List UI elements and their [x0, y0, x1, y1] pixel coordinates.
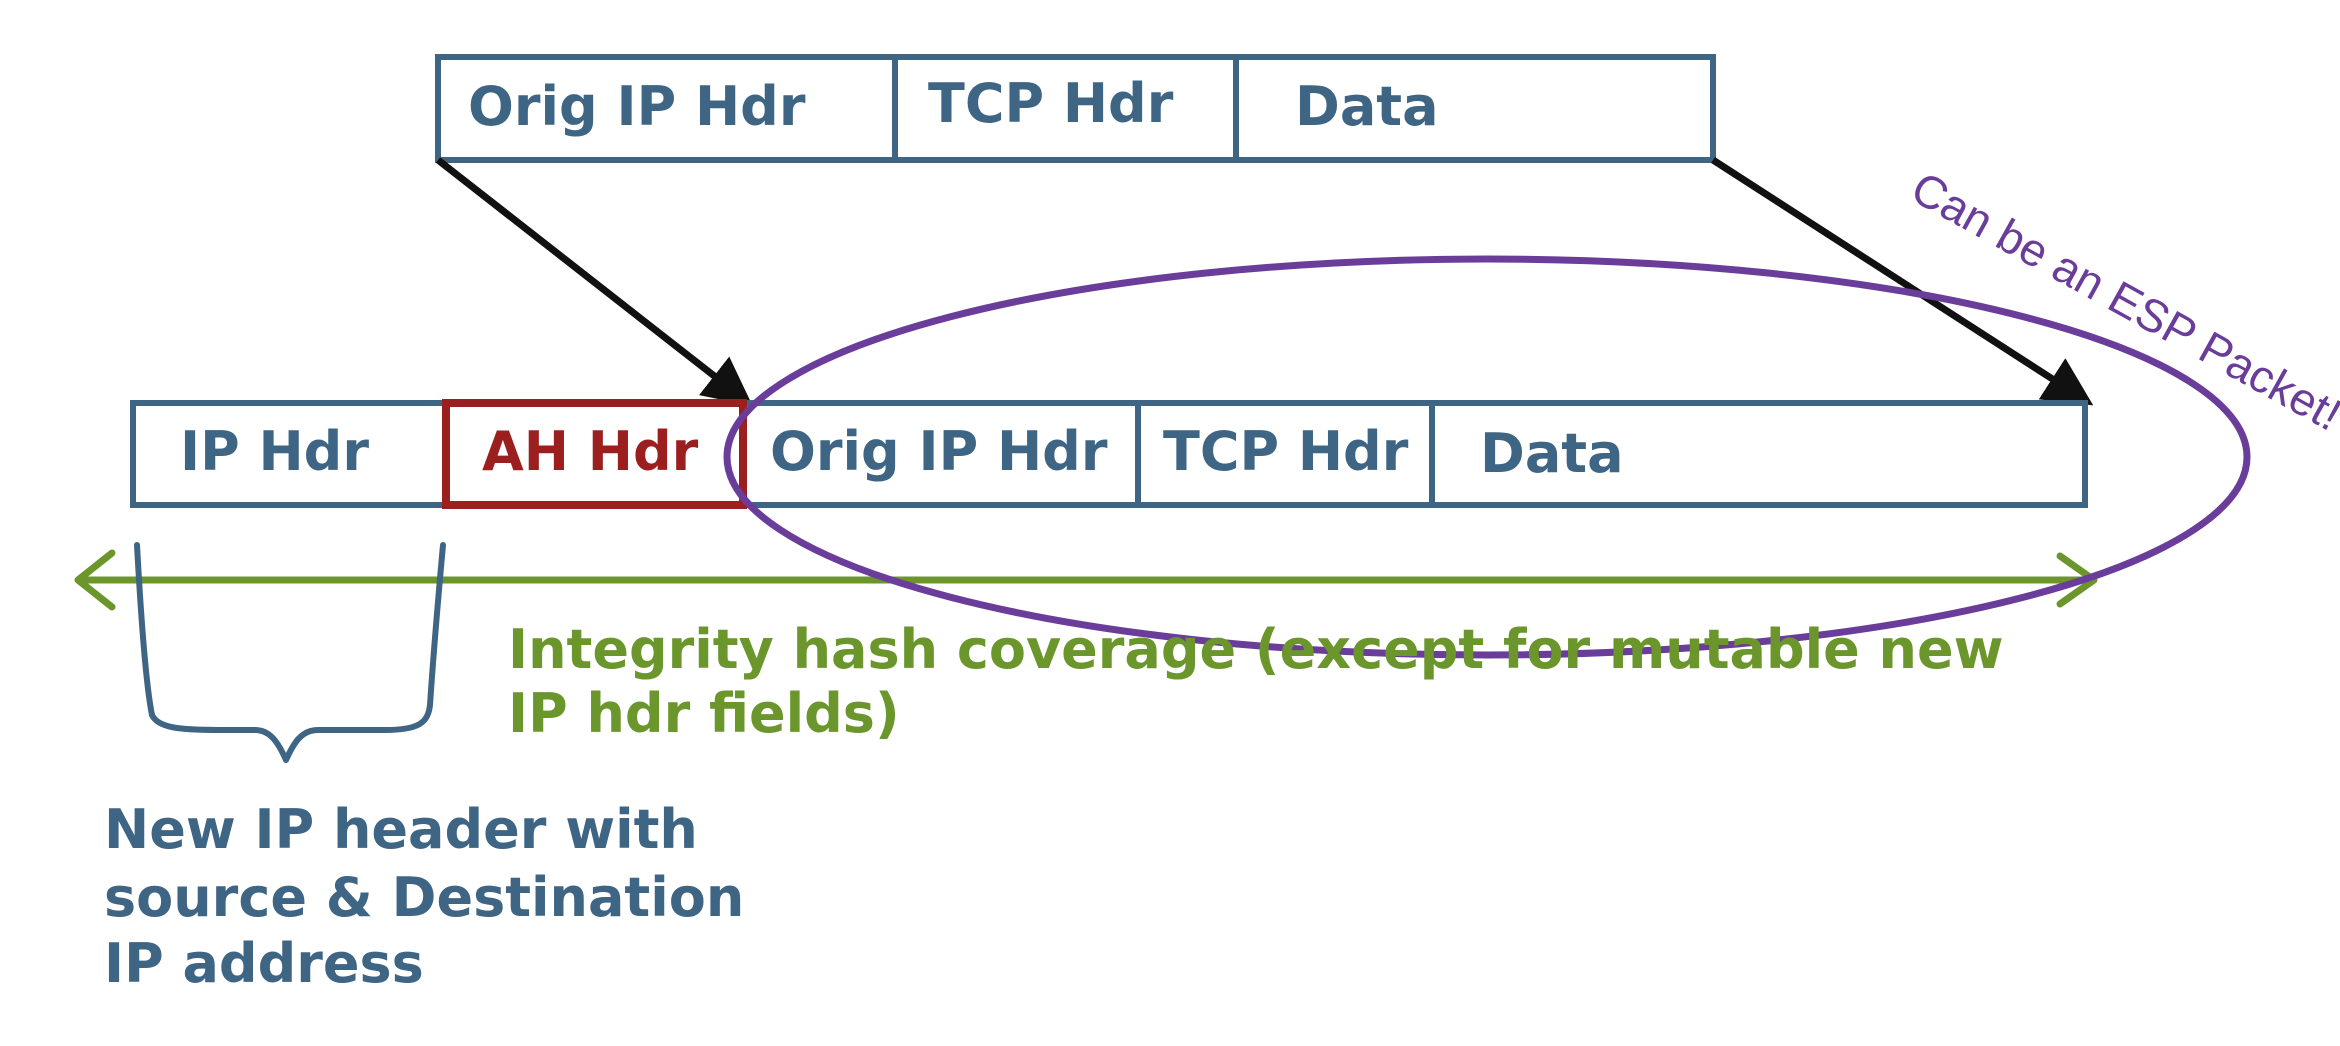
orig-ip-hdr-field-label: Orig IP Hdr: [770, 420, 1108, 483]
new-ip-header-brace: [134, 542, 446, 763]
ah-hdr-box: [442, 399, 747, 509]
ip-hdr-field-label: IP Hdr: [180, 420, 369, 483]
esp-ellipse: [723, 255, 2251, 659]
ah-hdr-field-label: AH Hdr: [482, 420, 699, 483]
mapping-arrow-right: [1711, 157, 2094, 406]
orig-ip-hdr-field-label: Orig IP Hdr: [468, 75, 806, 138]
integrity-coverage-label-line2: IP hdr fields): [508, 682, 900, 745]
tcp-hdr-field-label: TCP Hdr: [1163, 420, 1409, 483]
ah-packet-frame: [130, 400, 2088, 508]
ah-packet: IP Hdr AH Hdr Orig IP Hdr TCP Hdr Data: [130, 399, 2088, 509]
new-ip-header-label-line3: IP address: [104, 932, 424, 995]
data-field-label: Data: [1480, 422, 1624, 485]
data-field-label: Data: [1295, 75, 1439, 138]
new-ip-header-label-line1: New IP header with: [104, 798, 698, 861]
integrity-coverage-arrow: [74, 549, 2098, 611]
mapping-arrow-left: [435, 157, 753, 407]
original-packet-frame: [435, 54, 1716, 163]
original-packet: Orig IP Hdr TCP Hdr Data: [435, 54, 1716, 163]
new-ip-header-label-line2: source & Destination: [104, 866, 744, 929]
tcp-hdr-field-label: TCP Hdr: [928, 72, 1174, 135]
integrity-coverage-label-line1: Integrity hash coverage (except for muta…: [508, 618, 2004, 681]
